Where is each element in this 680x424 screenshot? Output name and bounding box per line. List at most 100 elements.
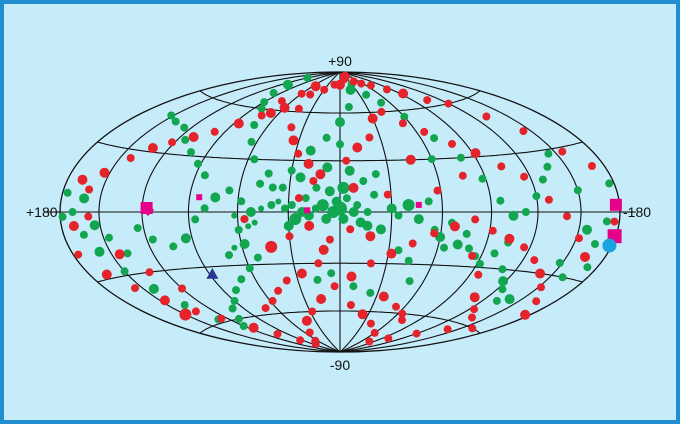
red-source-dot — [497, 162, 506, 171]
green-source-dot — [180, 301, 189, 309]
green-source-dot — [258, 205, 265, 212]
label-right-meridian: -180 — [623, 204, 651, 220]
green-source-dot — [148, 283, 159, 294]
green-source-dot — [63, 188, 72, 197]
red-source-dot — [309, 177, 318, 185]
green-source-dot — [362, 90, 371, 99]
green-source-dot — [496, 196, 505, 205]
red-source-dot — [294, 104, 303, 113]
red-source-dot — [316, 294, 327, 304]
red-source-dot — [520, 172, 529, 181]
red-source-dot — [383, 85, 391, 94]
red-source-dot — [468, 324, 477, 333]
green-source-dot — [583, 263, 592, 272]
parallel-line — [97, 141, 583, 162]
green-source-dot — [452, 239, 463, 250]
green-source-dot — [342, 194, 351, 203]
green-source-dot — [462, 229, 471, 238]
red-source-dot — [145, 268, 154, 277]
red-source-dot — [68, 221, 79, 231]
green-source-dot — [283, 79, 293, 90]
green-source-dot — [280, 204, 289, 213]
green-source-dot — [251, 219, 258, 226]
green-source-dot — [508, 210, 519, 221]
red-source-dot — [398, 309, 407, 318]
red-source-dot — [588, 162, 596, 170]
red-source-dot — [285, 232, 294, 241]
green-source-dot — [305, 145, 316, 156]
green-source-dot — [430, 134, 439, 143]
green-source-dot — [250, 121, 259, 129]
red-source-dot — [408, 239, 417, 248]
label-south-pole: -90 — [330, 357, 350, 373]
green-source-dot — [275, 198, 282, 205]
red-source-dot — [580, 252, 590, 262]
red-source-dot — [114, 249, 125, 260]
red-source-dot — [405, 154, 416, 165]
green-source-dot — [543, 162, 552, 171]
green-source-dot — [337, 181, 350, 194]
red-source-dot — [268, 296, 277, 305]
green-source-dot — [250, 155, 259, 164]
green-source-dot — [440, 243, 448, 252]
red-source-dot — [348, 182, 359, 193]
red-source-dot — [303, 158, 314, 169]
red-source-dot — [535, 268, 546, 279]
red-source-dot — [537, 283, 545, 292]
red-source-dot — [314, 259, 323, 268]
red-source-dot — [575, 234, 583, 243]
red-source-dot — [420, 127, 429, 136]
green-source-dot — [58, 212, 67, 221]
red-source-dot — [296, 268, 307, 279]
green-source-dot — [105, 233, 113, 242]
red-source-dot — [179, 308, 192, 321]
green-source-dot — [181, 135, 190, 144]
green-source-dot — [327, 269, 336, 278]
red-source-dot — [261, 304, 270, 313]
green-source-dot — [232, 286, 240, 295]
green-source-dot — [283, 220, 294, 231]
red-source-dot — [84, 212, 93, 221]
red-source-dot — [257, 111, 266, 120]
red-source-dot — [265, 240, 278, 253]
green-source-dot — [321, 213, 332, 224]
green-source-dot — [402, 199, 415, 211]
green-source-dot — [239, 239, 250, 249]
green-source-dot — [366, 288, 375, 297]
magenta-diamond-marker — [142, 204, 155, 217]
green-source-dot — [312, 183, 321, 192]
red-source-dot — [468, 251, 477, 260]
red-source-dot — [365, 231, 376, 242]
red-source-dot — [504, 233, 515, 244]
green-source-dot — [230, 296, 239, 305]
red-source-dot — [274, 286, 283, 295]
green-source-dot — [377, 98, 386, 107]
green-source-dot — [348, 207, 359, 217]
red-source-dot — [366, 259, 375, 268]
red-source-dot — [85, 185, 94, 194]
green-source-dot — [456, 153, 465, 162]
green-source-dot — [180, 123, 189, 132]
parallel-line — [97, 262, 583, 283]
green-source-dot — [498, 265, 507, 274]
red-source-dot — [563, 212, 571, 221]
green-source-dot — [605, 179, 614, 188]
red-source-dot — [188, 132, 199, 142]
green-source-dot — [256, 179, 265, 188]
green-source-dot — [404, 256, 413, 265]
green-source-dot — [336, 140, 344, 149]
red-source-dot — [444, 99, 453, 108]
green-source-dot — [394, 211, 403, 220]
red-source-dot — [248, 322, 259, 333]
green-source-dot — [94, 246, 105, 257]
green-source-dot — [375, 224, 386, 235]
green-source-dot — [210, 192, 221, 203]
green-source-dot — [287, 166, 296, 175]
red-source-dot — [370, 328, 379, 337]
green-source-dot — [268, 183, 277, 192]
red-source-dot — [296, 336, 305, 345]
green-source-dot — [269, 88, 278, 97]
red-source-dot — [482, 112, 491, 121]
red-source-dot — [384, 334, 393, 343]
red-source-dot — [392, 302, 400, 311]
